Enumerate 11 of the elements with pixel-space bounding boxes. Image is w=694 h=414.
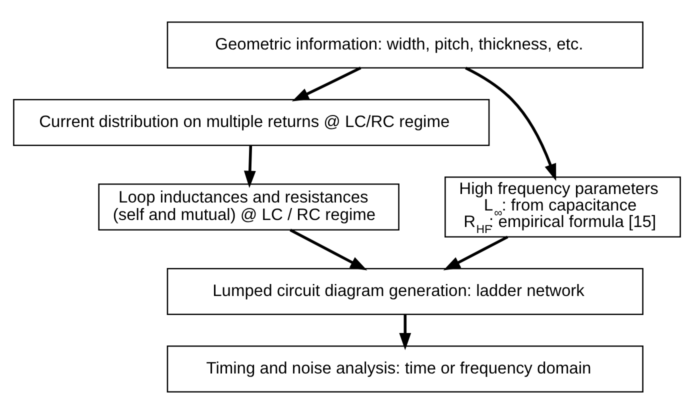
node-box: Current distribution on multiple returns @ LC/RC regime [13,98,490,146]
arrow [443,236,508,270]
arrow [290,228,368,270]
arrow [399,314,412,350]
node-box: Loop inductances and resistances (self and mutual) @ LC / RC regime [98,184,400,230]
node-box: Timing and noise analysis: time or frequency domain [166,346,644,393]
node-box: Geometric information: width, pitch, thickness, etc. [166,21,644,68]
arrow [465,66,556,181]
arrow [292,66,362,102]
node-box: Lumped circuit diagram generation: ladder network [166,268,644,316]
arrow [244,146,256,188]
